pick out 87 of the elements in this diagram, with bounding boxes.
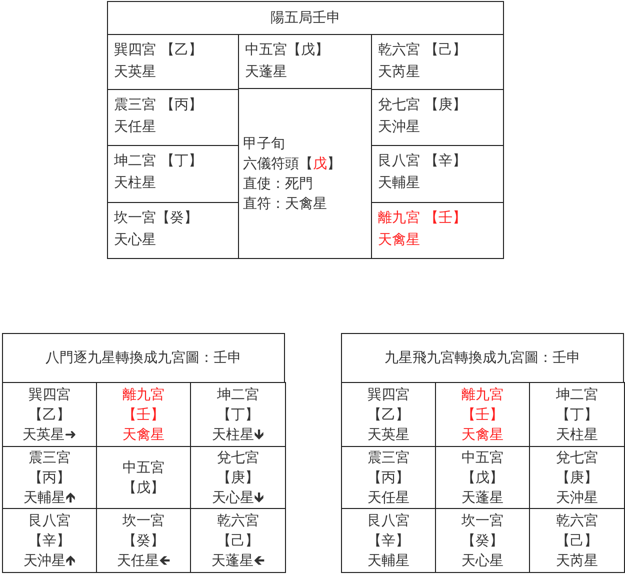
cell-text: 乾六宮 <box>217 512 259 530</box>
chart-title-cell <box>107 1 504 35</box>
cell-text: 中五宮 <box>122 458 164 478</box>
cell-text: 【丙】 <box>28 468 70 488</box>
cell-text: 坎一宮 <box>122 512 164 530</box>
cell-text: 巽四宮 <box>28 386 70 404</box>
cell-text: 兌七宮 <box>556 448 598 468</box>
cell-text: 【辛】 <box>28 532 70 550</box>
cell-text: 【庚】 <box>217 468 259 488</box>
cell-text: 直符：天禽星 <box>243 194 327 214</box>
cell-text: 巽四宮 【乙】 <box>114 41 202 60</box>
cell-text: 坎一宮【癸】 <box>114 209 198 228</box>
cell-text: 直使：死門 <box>243 174 313 194</box>
cell-text: 艮八宮 <box>368 512 410 530</box>
cell-text: 六儀符頭【戊】 <box>243 154 341 174</box>
cell-text: 【癸】 <box>122 532 164 550</box>
cell-text: 兌七宮 <box>217 448 259 468</box>
palace-cell <box>2 508 97 573</box>
cell-text: 【戊】 <box>462 468 504 488</box>
cell-text: 【乙】 <box>28 406 70 424</box>
cell-text: 【丙】 <box>368 468 410 488</box>
cell-text: 【乙】 <box>368 406 410 424</box>
cell-text: 天英星 <box>114 63 156 82</box>
cell-text: 天心星 <box>462 552 504 570</box>
cell-text: 天沖星🡹 <box>24 552 76 570</box>
cell-text: 天任星 <box>368 488 410 508</box>
cell-text: 天芮星 <box>556 552 598 570</box>
cell-text: 【辛】 <box>368 532 410 550</box>
cell-text: 天禽星 <box>122 426 164 444</box>
cell-text: 天心星 <box>114 231 156 250</box>
cell-text: 乾六宮 【己】 <box>378 41 466 60</box>
cell-text: 天禽星 <box>462 426 504 444</box>
palace-cell <box>341 508 436 573</box>
cell-text: 震三宮 <box>368 448 410 468</box>
cell-text: 【丁】 <box>556 406 598 424</box>
cell-text: 天芮星 <box>378 63 420 82</box>
cell-text: 離九宮 <box>122 386 164 404</box>
title-text: 九星飛九宮轉換成九宮圖：壬申 <box>384 349 580 367</box>
chart-title-cell <box>2 333 285 383</box>
cell-text: 坤二宮 <box>556 386 598 404</box>
palace-cell <box>190 508 286 573</box>
cell-text: 艮八宮 【辛】 <box>378 152 466 171</box>
cell-text: 乾六宮 <box>556 512 598 530</box>
cell-text: 天英星 <box>368 426 410 444</box>
cell-text: 坤二宮 <box>217 386 259 404</box>
cell-text: 【己】 <box>556 532 598 550</box>
cell-text: 離九宮 【壬】 <box>378 209 466 228</box>
cell-text: 天柱星 <box>114 174 156 193</box>
cell-text: 天禽星 <box>378 231 420 250</box>
cell-text: 天沖星 <box>556 488 598 508</box>
cell-text: 震三宮 <box>28 448 70 468</box>
cell-text: 天柱星🡻 <box>212 426 264 444</box>
palace-cell <box>107 202 239 259</box>
cell-text: 中五宮【戊】 <box>245 41 329 60</box>
cell-text: 天英星➜ <box>22 426 76 444</box>
cell-text: 兌七宮 【庚】 <box>378 96 466 115</box>
cell-text: 天任星🡸 <box>117 552 170 570</box>
cell-text: 【己】 <box>217 532 259 550</box>
cell-text: 【丁】 <box>217 406 259 424</box>
cell-text: 天輔星 <box>378 174 420 193</box>
cell-text: 甲子旬 <box>243 134 285 154</box>
cell-text: 震三宮 【丙】 <box>114 96 202 115</box>
chart-title-cell <box>341 333 624 383</box>
palace-cell <box>529 508 625 573</box>
cell-text: 【癸】 <box>462 532 504 550</box>
cell-text: 天沖星 <box>378 118 420 137</box>
cell-text: 坤二宮 【丁】 <box>114 152 202 171</box>
cell-text: 【壬】 <box>122 406 164 424</box>
cell-text: 天輔星 <box>368 552 410 570</box>
cell-text: 中五宮 <box>462 448 504 468</box>
cell-text: 【壬】 <box>462 406 504 424</box>
cell-text: 離九宮 <box>462 386 504 404</box>
title-text: 陽五局壬申 <box>270 9 340 27</box>
cell-text: 【庚】 <box>556 468 598 488</box>
title-text: 八門逐九星轉換成九宮圖：壬申 <box>46 349 242 367</box>
cell-text: 【戊】 <box>122 478 164 498</box>
cell-text: 巽四宮 <box>368 386 410 404</box>
cell-text: 坎一宮 <box>462 512 504 530</box>
cell-text: 天心星🡻 <box>212 488 264 508</box>
cell-text: 天柱星 <box>556 426 598 444</box>
cell-text: 天蓬星 <box>462 488 504 508</box>
cell-text: 艮八宮 <box>28 512 70 530</box>
cell-text: 天輔星🡹 <box>24 488 76 508</box>
cell-text: 天任星 <box>114 118 156 137</box>
palace-cell <box>371 202 504 259</box>
cell-text: 天蓬星 <box>245 63 287 82</box>
cell-text: 天蓬星🡸 <box>212 552 264 570</box>
